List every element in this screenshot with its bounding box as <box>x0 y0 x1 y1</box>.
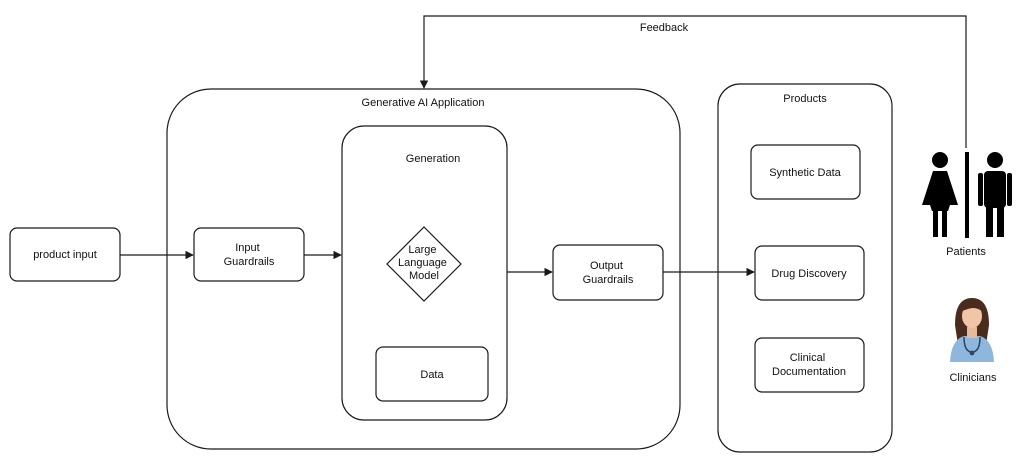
feedback-label: Feedback <box>640 22 689 34</box>
data-node <box>375 346 489 402</box>
feedback-line <box>419 15 967 148</box>
drug-discovery-label: Drug Discovery <box>771 268 847 280</box>
synthetic-data-label: Synthetic Data <box>769 167 841 179</box>
output-guardrails-node <box>552 244 664 301</box>
input-guardrails-node <box>193 227 305 282</box>
clinicians-label: Clinicians <box>949 372 997 384</box>
product-input-label: product input <box>33 249 97 261</box>
large-language-model-label: Large Language Model <box>398 244 450 282</box>
generative-ai-application-title: Generative AI Application <box>362 97 485 109</box>
input-guardrails-label: Input Guardrails <box>224 242 275 268</box>
clinical-documentation-label: Clinical Documentation <box>772 352 846 378</box>
clinical-documentation-node <box>754 337 865 393</box>
output-guardrails-label: Output Guardrails <box>583 260 634 286</box>
drug-discovery-node <box>754 245 865 301</box>
synthetic-data-node <box>750 144 861 200</box>
products-title: Products <box>783 93 827 105</box>
generation-title: Generation <box>406 153 460 165</box>
patients-label: Patients <box>946 246 986 258</box>
restroom-icon <box>922 152 1012 238</box>
data-label: Data <box>420 369 444 381</box>
doctor-icon <box>950 298 994 362</box>
large-language-model-node <box>386 226 462 302</box>
